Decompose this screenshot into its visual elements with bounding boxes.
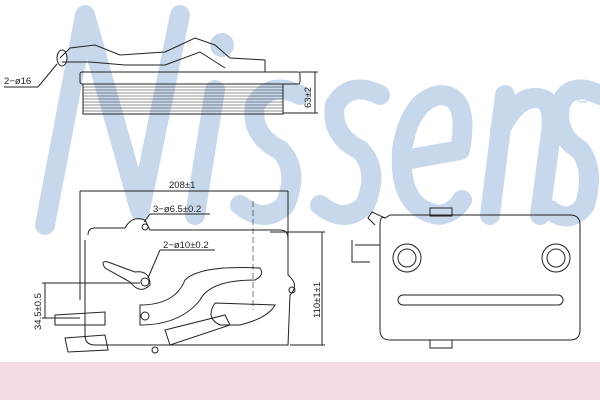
front-view — [42, 190, 325, 354]
bottom-band — [0, 362, 600, 400]
width-label: 208±1 — [169, 180, 195, 191]
rear-view — [351, 207, 581, 349]
side-view — [4, 37, 318, 115]
height-label: 63±2 — [303, 87, 314, 108]
length-label: 110±1±1 — [312, 282, 323, 318]
hose-diameter-label: 2−ø16 — [4, 76, 31, 87]
port-holes-label: 2−ø10±0.2 — [163, 240, 209, 251]
port-offset-label: 34.5±0.5 — [33, 293, 44, 330]
mount-holes-label: 3−ø6.5±0.2 — [153, 204, 201, 215]
